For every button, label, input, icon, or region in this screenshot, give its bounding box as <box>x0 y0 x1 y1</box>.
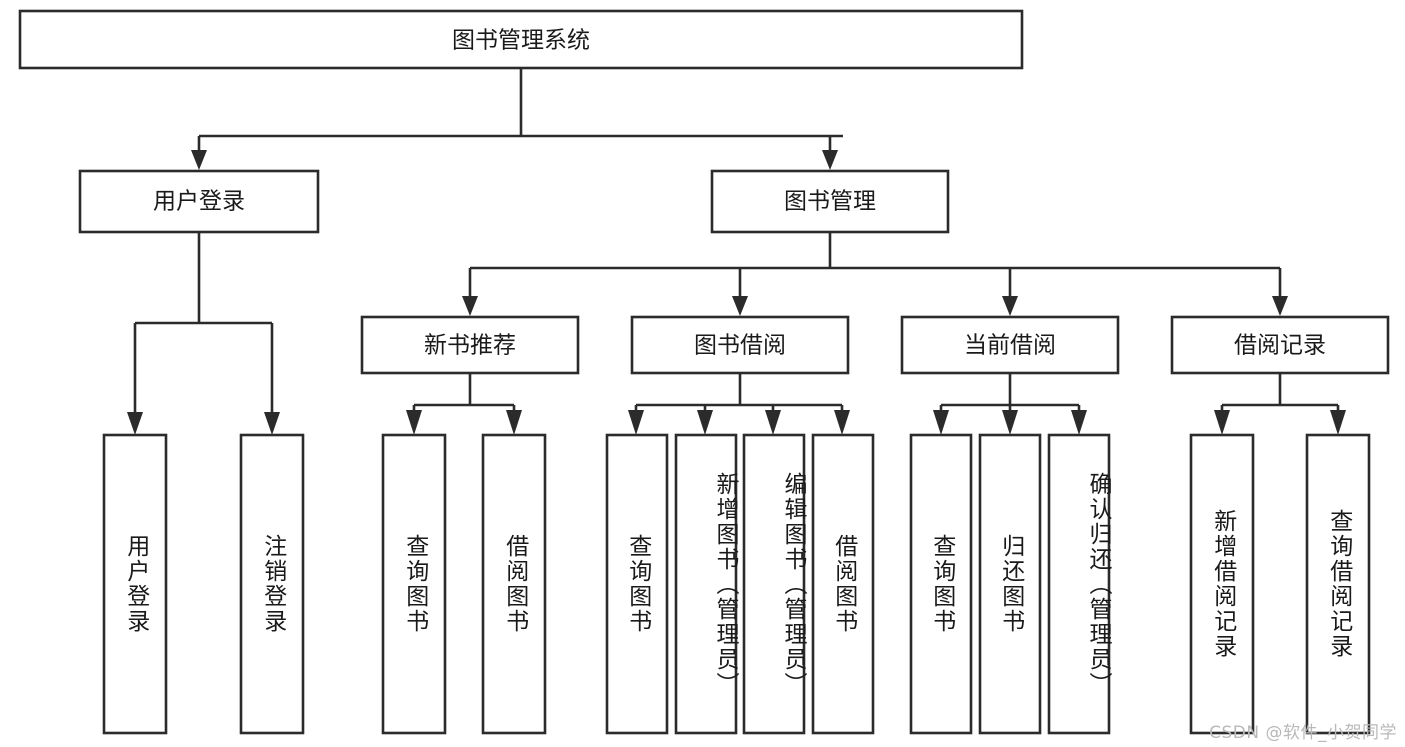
leaf-node-book-borrow-0[interactable] <box>605 433 669 735</box>
arrow-head-nbr-leaf-0 <box>406 410 422 435</box>
connector-user-login-to-leaves <box>127 232 280 435</box>
arrow-head-level2-3 <box>1272 296 1288 316</box>
connector-root-to-level1 <box>191 68 843 170</box>
node-current-borrow[interactable]: 当前借阅 <box>900 315 1120 375</box>
leaf-node-book-borrow-3[interactable] <box>811 433 875 735</box>
leaf-box-nbr-1 <box>481 433 547 735</box>
leaf-node-current-borrow-1[interactable] <box>978 433 1042 735</box>
leaf-box-cb-0 <box>909 433 973 735</box>
leaf-node-current-borrow-2[interactable] <box>1047 433 1111 735</box>
arrow-head-bb-leaf-1 <box>697 410 713 435</box>
leaf-node-new-book-recommend-0[interactable] <box>381 433 447 735</box>
arrow-head-br-leaf-1 <box>1330 410 1346 435</box>
arrow-head-user-login-leaf-1 <box>264 412 280 435</box>
node-book-borrow[interactable]: 图书借阅 <box>630 315 850 375</box>
node-book-management-box <box>710 169 950 234</box>
node-borrow-record-label: 借阅记录 <box>1234 333 1326 359</box>
leaf-box-user-login-1 <box>239 433 305 735</box>
connector-borrow-record-to-leaves <box>1214 373 1346 435</box>
leaf-box-nbr-0 <box>381 433 447 735</box>
arrow-head-level1-1 <box>822 150 838 170</box>
leaf-node-user-login-1[interactable] <box>239 433 305 735</box>
leaf-box-bb-1 <box>674 433 738 735</box>
connector-book-management-to-level2 <box>462 232 1288 316</box>
node-root-label: 图书管理系统 <box>452 28 590 54</box>
node-current-borrow-label: 当前借阅 <box>964 333 1056 359</box>
leaf-node-user-login-0[interactable] <box>102 433 168 735</box>
node-current-borrow-box <box>900 315 1120 375</box>
node-root[interactable]: 图书管理系统 <box>18 9 1024 70</box>
node-user-login-label: 用户登录 <box>153 189 245 215</box>
node-user-login[interactable]: 用户登录 <box>78 169 320 234</box>
arrow-head-nbr-leaf-1 <box>506 410 522 435</box>
leaf-box-cb-2 <box>1047 433 1111 735</box>
leaf-box-br-1 <box>1305 433 1371 735</box>
arrow-head-bb-leaf-2 <box>765 410 781 435</box>
leaf-node-borrow-record-0[interactable] <box>1189 433 1255 735</box>
node-book-management-label: 图书管理 <box>784 189 876 215</box>
leaf-box-cb-1 <box>978 433 1042 735</box>
arrow-head-bb-leaf-0 <box>628 410 644 435</box>
leaf-box-user-login-0 <box>102 433 168 735</box>
leaf-box-br-0 <box>1189 433 1255 735</box>
arrow-head-bb-leaf-3 <box>834 410 850 435</box>
arrow-head-br-leaf-0 <box>1214 410 1230 435</box>
connector-current-borrow-to-leaves <box>933 373 1087 435</box>
watermark-text: CSDN @软件_小贺同学 <box>1209 723 1397 743</box>
node-new-book-recommend[interactable]: 新书推荐 <box>360 315 580 375</box>
leaf-box-bb-2 <box>742 433 806 735</box>
connector-new-book-recommend-to-leaves <box>406 373 522 435</box>
leaf-box-bb-0 <box>605 433 669 735</box>
arrow-head-level2-2 <box>1002 296 1018 316</box>
connector-book-borrow-to-leaves <box>628 373 850 435</box>
node-root-box <box>18 9 1024 70</box>
arrow-head-user-login-leaf-0 <box>127 412 143 435</box>
node-borrow-record[interactable]: 借阅记录 <box>1170 315 1390 375</box>
arrow-head-cb-leaf-0 <box>933 410 949 435</box>
leaf-node-book-borrow-2[interactable] <box>742 433 806 735</box>
arrow-head-cb-leaf-2 <box>1071 410 1087 435</box>
node-new-book-recommend-box <box>360 315 580 375</box>
leaf-node-current-borrow-0[interactable] <box>909 433 973 735</box>
leaf-box-bb-3 <box>811 433 875 735</box>
leaf-node-new-book-recommend-1[interactable] <box>481 433 547 735</box>
leaf-node-borrow-record-1[interactable] <box>1305 433 1371 735</box>
arrow-head-level2-0 <box>462 296 478 316</box>
arrow-head-level2-1 <box>732 296 748 316</box>
arrow-head-cb-leaf-1 <box>1002 410 1018 435</box>
node-book-management[interactable]: 图书管理 <box>710 169 950 234</box>
node-book-borrow-box <box>630 315 850 375</box>
arrow-head-level1-0 <box>191 150 207 170</box>
leaf-node-book-borrow-1[interactable] <box>674 433 738 735</box>
node-book-borrow-label: 图书借阅 <box>694 333 786 359</box>
node-borrow-record-box <box>1170 315 1390 375</box>
node-new-book-recommend-label: 新书推荐 <box>424 333 516 359</box>
